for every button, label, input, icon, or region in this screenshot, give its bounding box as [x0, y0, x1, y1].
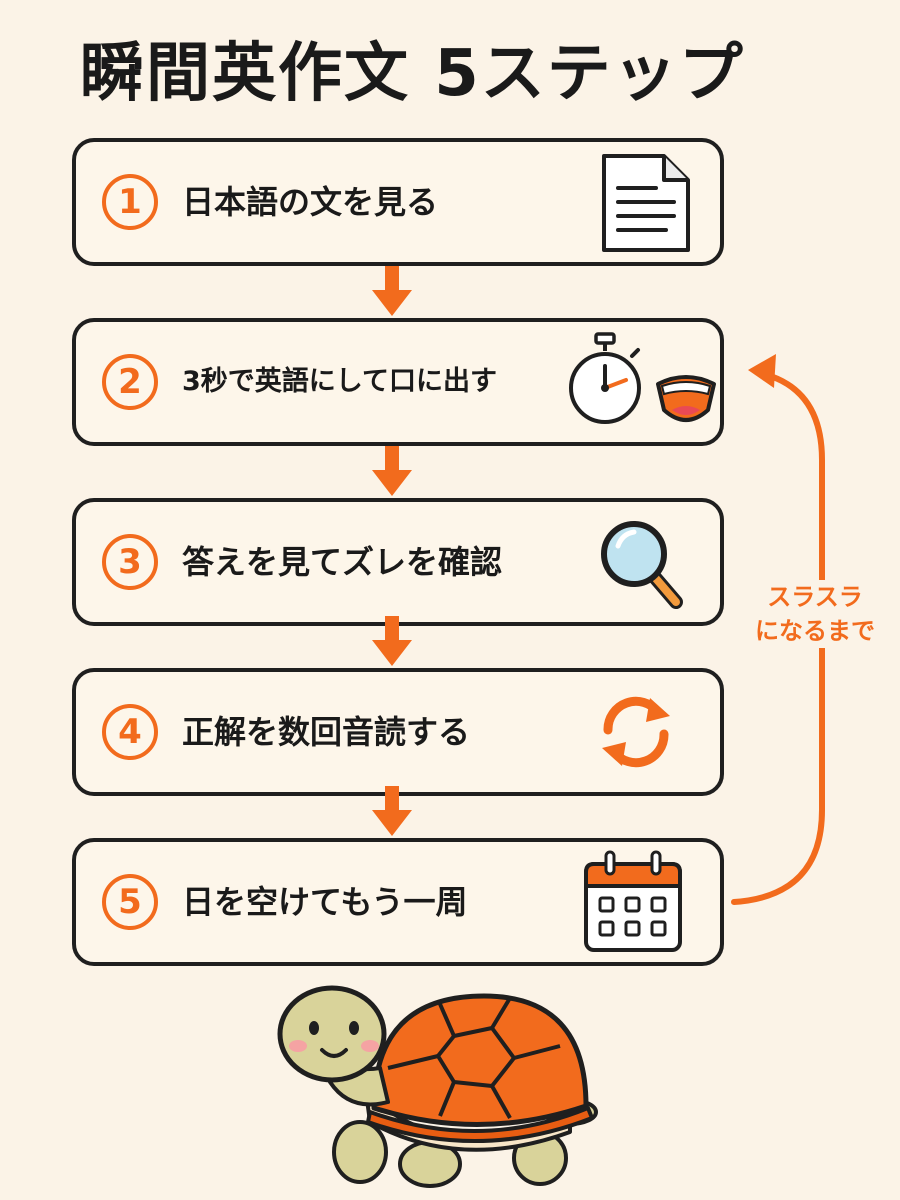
step-2-number: 2: [102, 354, 158, 410]
step-4-card: 4 正解を数回音読する: [72, 668, 724, 796]
step-3-card: 3 答えを見てズレを確認: [72, 498, 724, 626]
step-3-label: 答えを見てズレを確認: [182, 543, 503, 581]
mouth-icon: [656, 375, 716, 422]
step-5-card: 5 日を空けてもう一周: [72, 838, 724, 966]
loop-label: スラスラ になるまで: [740, 580, 890, 648]
down-arrow-3: [372, 616, 412, 666]
page-title: 瞬間英作文 5ステップ: [80, 37, 745, 111]
down-arrow-1: [372, 266, 412, 316]
step-1-label: 日本語の文を見る: [182, 183, 439, 221]
loop-label-line2: になるまで: [755, 617, 875, 645]
step-2-label: 3秒で英語にして口に出す: [182, 366, 497, 397]
step-4-label: 正解を数回音読する: [182, 713, 471, 751]
step-5-number: 5: [102, 874, 158, 930]
magnifier-icon: [601, 521, 683, 609]
calendar-icon: [584, 850, 682, 952]
step-1-number: 1: [102, 174, 158, 230]
stopwatch-icon: [569, 332, 641, 424]
step-3-number: 3: [102, 534, 158, 590]
step-1-card: 1 日本語の文を見る: [72, 138, 724, 266]
step-4-number: 4: [102, 704, 158, 760]
repeat-loop-arrow: [731, 354, 825, 905]
step-5-label: 日を空けてもう一周: [182, 883, 468, 921]
refresh-icon: [602, 696, 670, 768]
down-arrow-4: [372, 786, 412, 836]
turtle-illustration: [277, 985, 598, 1188]
down-arrow-2: [372, 446, 412, 496]
document-icon: [602, 154, 690, 252]
step-2-card: 2 3秒で英語にして口に出す: [72, 318, 724, 446]
loop-label-line1: スラスラ: [767, 583, 863, 611]
